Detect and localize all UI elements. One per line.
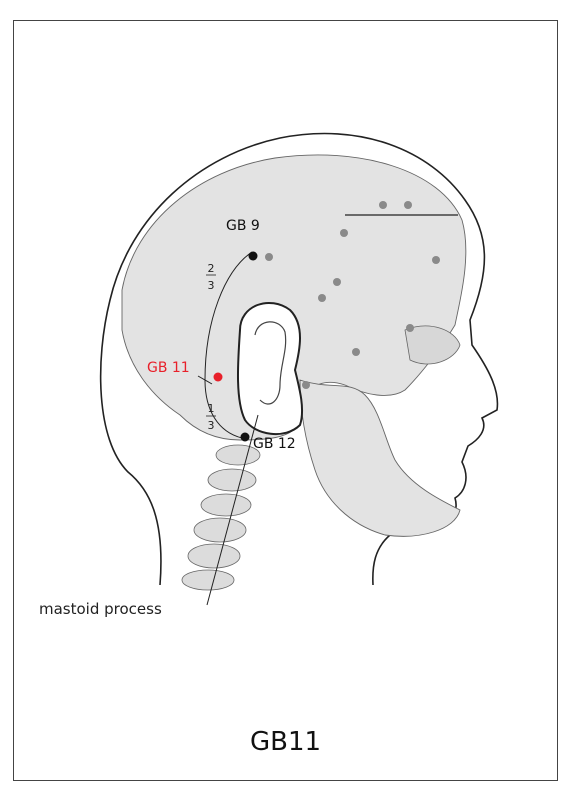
fraction-upper-numerator: 2 [205, 263, 217, 274]
mastoid-process-label: mastoid process [39, 602, 162, 617]
cervical-spine [182, 445, 260, 590]
gb11-point [214, 373, 223, 382]
page-title: GB11 [0, 729, 571, 755]
face-bone [405, 326, 460, 364]
jaw [300, 380, 460, 536]
fraction-lower-numerator: 1 [205, 403, 217, 414]
fraction-upper-denominator: 3 [205, 280, 217, 291]
gb12-point [241, 433, 250, 442]
ear [238, 303, 302, 434]
gb9-label: GB 9 [226, 219, 260, 233]
gb11-label: GB 11 [147, 361, 190, 375]
fraction-lower-denominator: 3 [205, 420, 217, 431]
gb9-point [249, 252, 258, 261]
gb12-label: GB 12 [253, 437, 296, 451]
